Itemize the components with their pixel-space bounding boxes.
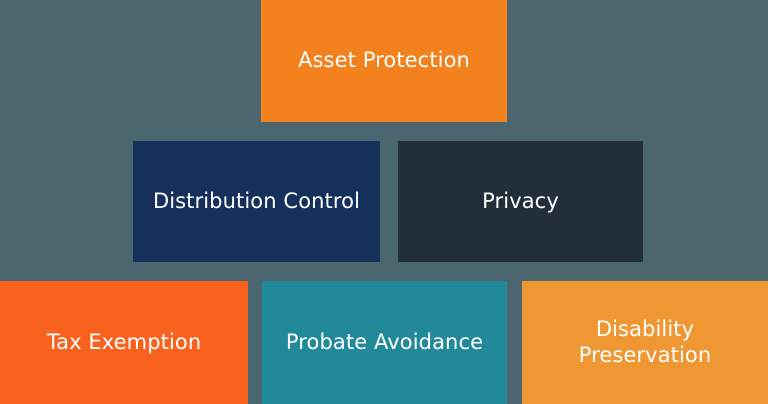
node-privacy[interactable]: Privacy (398, 141, 643, 262)
node-distribution-control-label: Distribution Control (152, 188, 361, 213)
node-probate-avoidance[interactable]: Probate Avoidance (262, 281, 507, 404)
node-asset-protection-label: Asset Protection (298, 48, 470, 73)
node-probate-avoidance-label: Probate Avoidance (285, 329, 484, 354)
node-asset-protection[interactable]: Asset Protection (261, 0, 507, 122)
node-distribution-control[interactable]: Distribution Control (133, 141, 380, 262)
node-tax-exemption[interactable]: Tax Exemption (0, 281, 248, 404)
node-privacy-label: Privacy (482, 188, 559, 213)
node-tax-exemption-label: Tax Exemption (46, 329, 202, 354)
node-disability-preservation-label: Disability Preservation (578, 316, 712, 367)
node-disability-preservation[interactable]: Disability Preservation (522, 281, 768, 404)
